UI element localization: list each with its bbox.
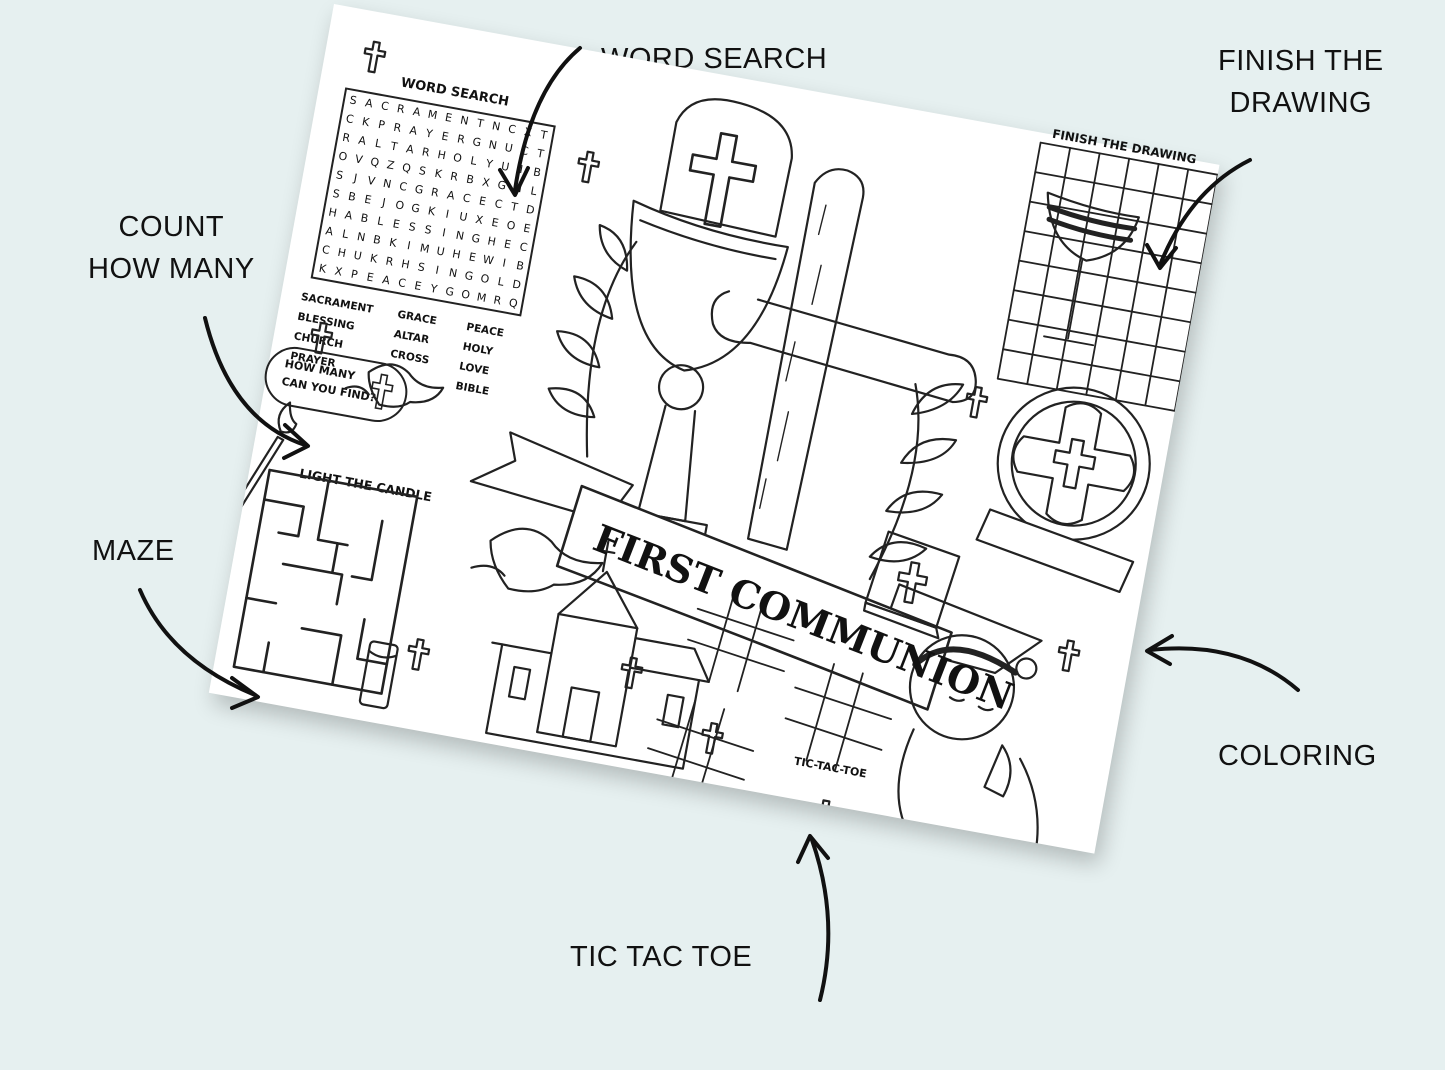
maze (232, 468, 419, 695)
cross-icon (363, 40, 387, 74)
callout-maze: MAZE (92, 535, 175, 567)
leaf-branch-left (547, 223, 638, 458)
cross-icon (310, 321, 334, 355)
callout-tic-tac-toe: TIC TAC TOE (570, 941, 753, 973)
arrowhead-icon (796, 834, 830, 864)
arrow-tic-tac-toe (810, 838, 831, 1002)
callout-count-line1: COUNT (118, 211, 225, 243)
cross-icon (701, 721, 724, 755)
cross-icon (371, 373, 394, 410)
callout-finish-drawing: FINISH THE DRAWING (1218, 40, 1384, 124)
dove-icon (344, 363, 445, 408)
banner-title: FIRST COMMUNION (587, 515, 1019, 719)
callout-finish-line1: FINISH THE (1218, 45, 1384, 77)
arrow-coloring (1148, 646, 1300, 692)
callout-count-line2: HOW MANY (88, 253, 255, 285)
wooden-cross-illustration (710, 168, 977, 551)
dove-icon (470, 527, 604, 593)
cross-icon (407, 638, 431, 671)
tic-tac-toe-board (784, 663, 893, 771)
cross-icon (1057, 639, 1081, 673)
church-illustration (485, 540, 710, 770)
callout-count-how-many: COUNT HOW MANY (88, 206, 255, 290)
cross-icon (232, 336, 256, 370)
cross-icon (965, 385, 989, 419)
praying-girl-illustration (897, 634, 1039, 854)
callout-finish-line2: DRAWING (1229, 87, 1373, 119)
count-bubble: HOW MANY CAN YOU FIND? (259, 342, 413, 427)
tic-tac-toe-board (647, 698, 755, 797)
cross-icon (813, 799, 836, 833)
first-communion-banner (469, 431, 1043, 711)
cross-icon (577, 150, 601, 184)
coloring-medallion (975, 386, 1151, 594)
callout-coloring: COLORING (1218, 740, 1377, 772)
chalice-illustration (613, 98, 793, 544)
sheet-drawings: FIRST COMMUNION (219, 40, 1220, 854)
arrowhead-icon (1145, 634, 1174, 666)
cross-icon (620, 656, 644, 690)
bible-illustration (862, 530, 961, 640)
finish-drawing-grid (996, 141, 1220, 423)
candle-icon (358, 640, 399, 710)
tic-tac-toe-board (687, 584, 795, 693)
